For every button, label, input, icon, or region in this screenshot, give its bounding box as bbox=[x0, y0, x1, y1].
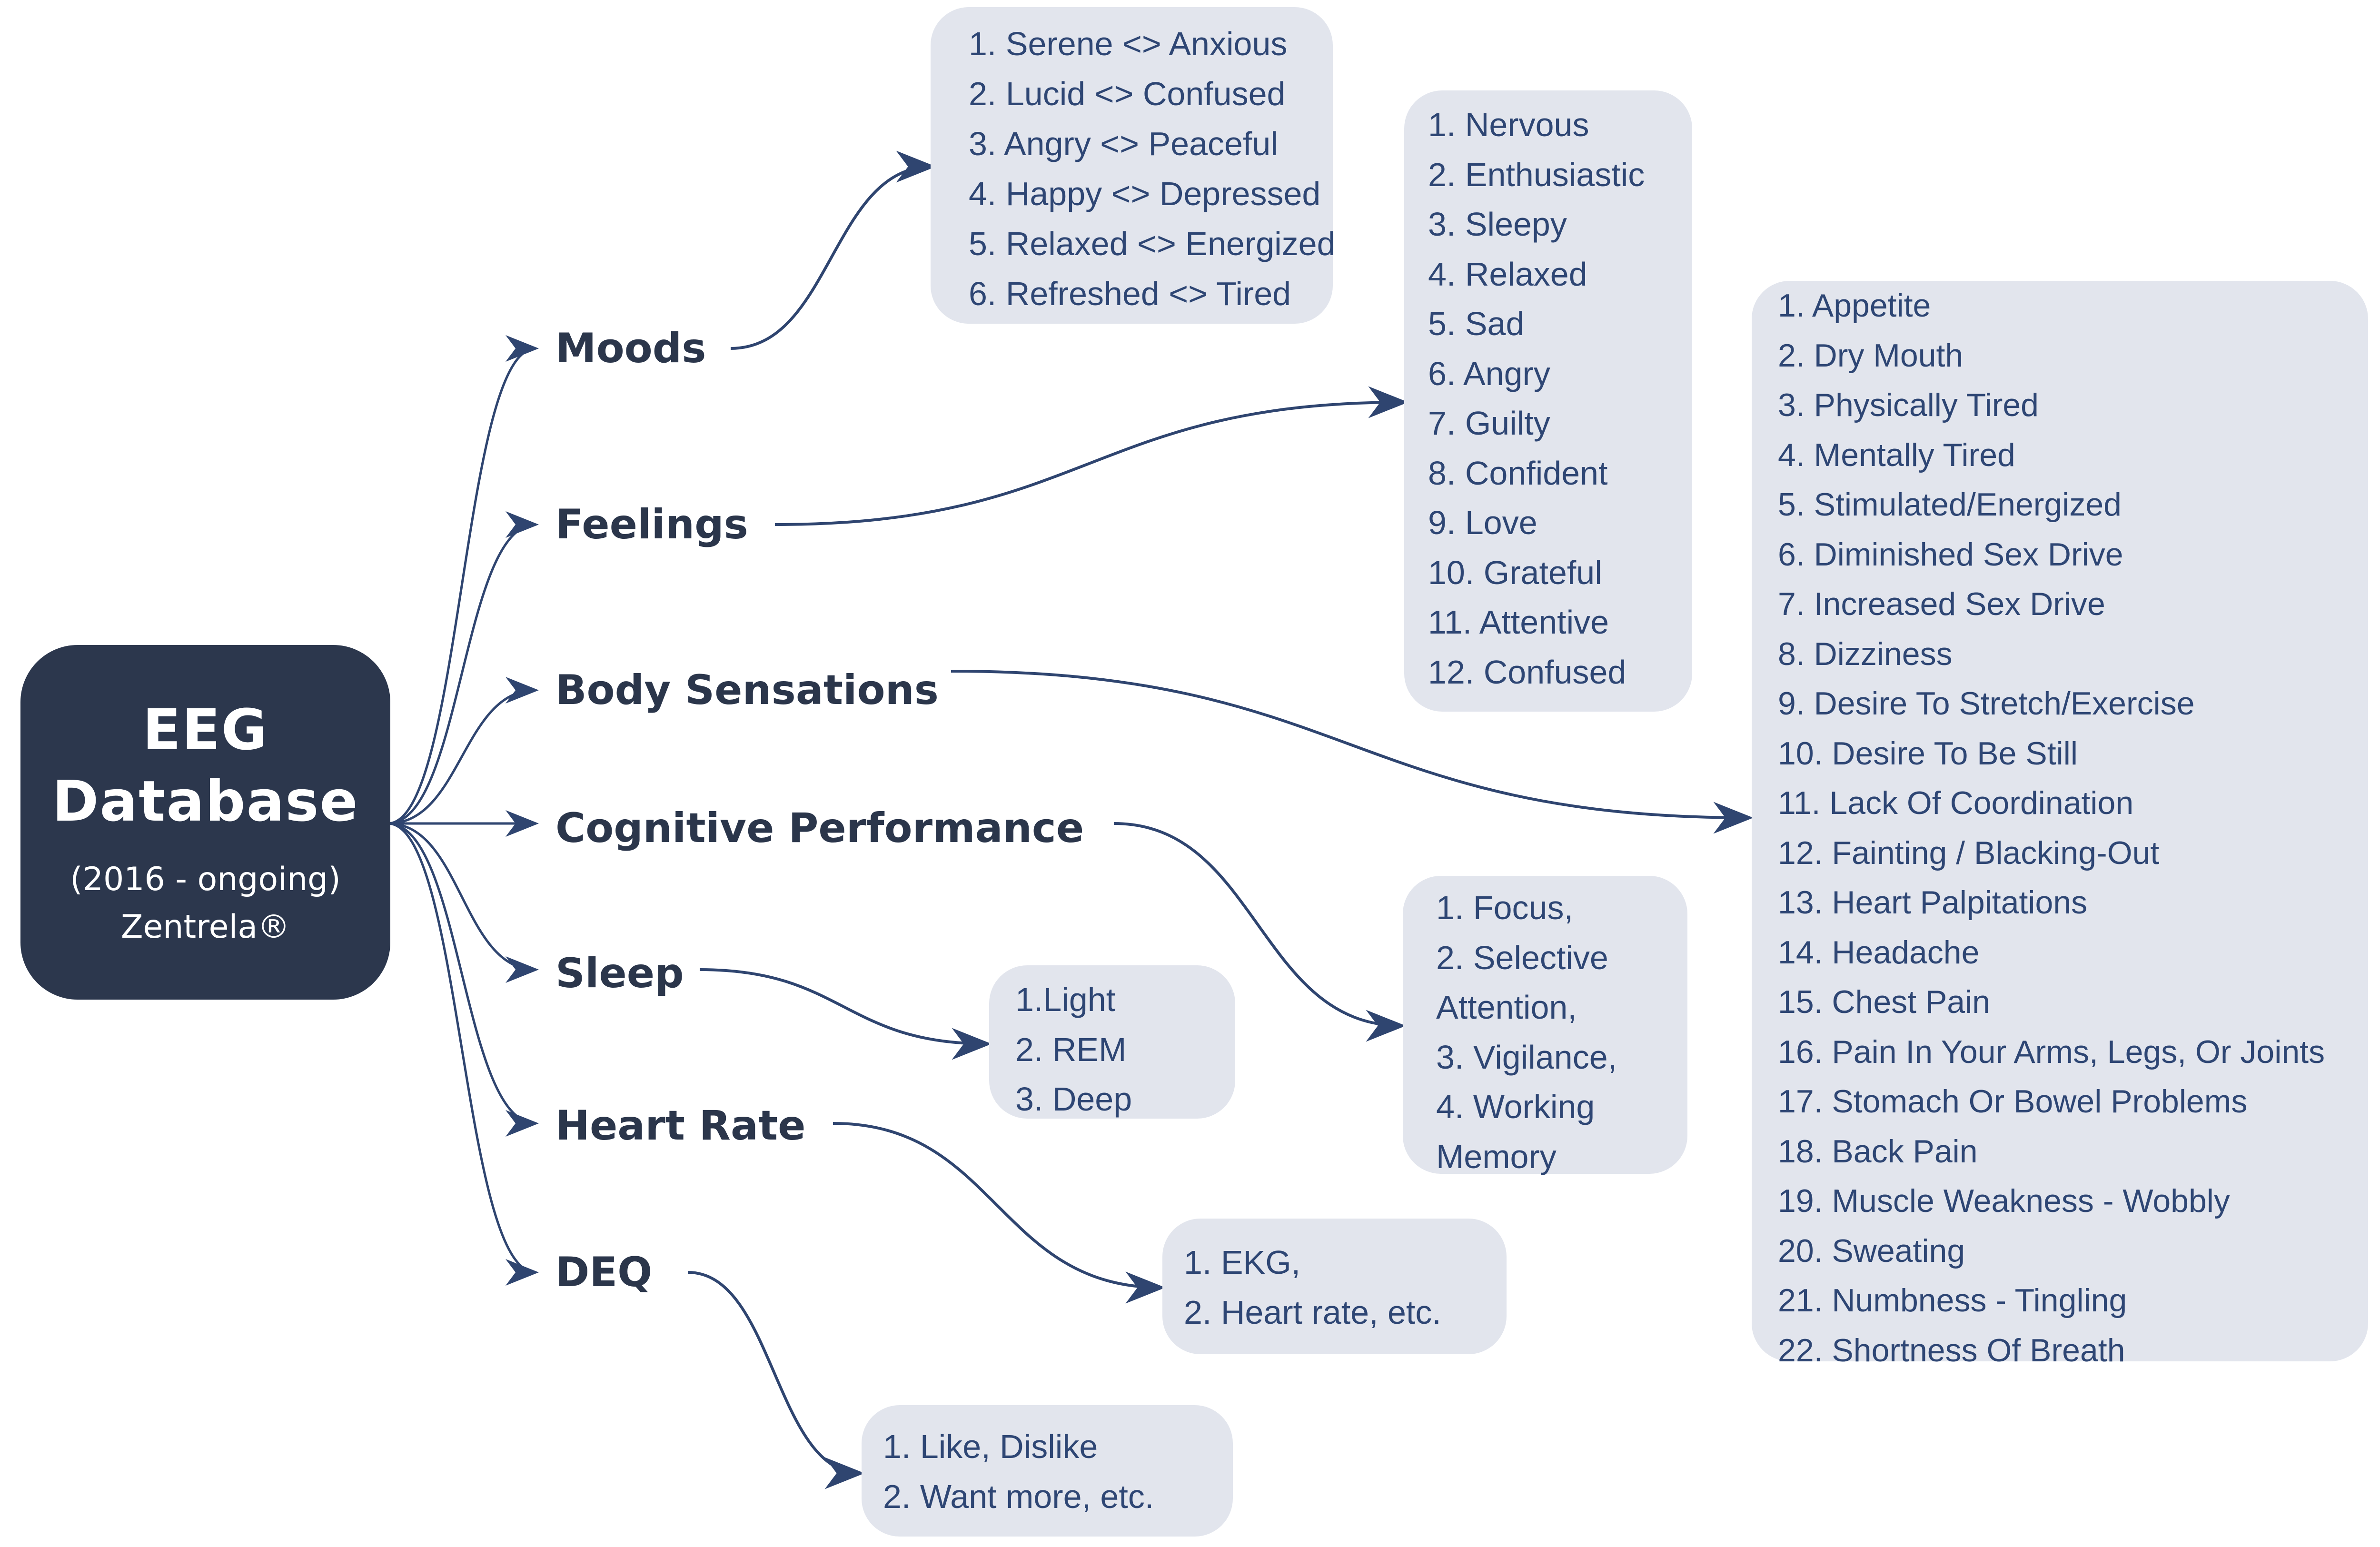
list-item: 9. Love bbox=[1428, 504, 1537, 541]
list-item: 14. Headache bbox=[1778, 934, 1980, 971]
connector-cognitive-to-list bbox=[1113, 822, 1406, 1042]
connector-center-to-feelings bbox=[387, 511, 539, 825]
list-item: 17. Stomach Or Bowel Problems bbox=[1778, 1083, 2248, 1120]
list-item: 5. Stimulated/Energized bbox=[1778, 486, 2122, 523]
central-title-line1: EEG bbox=[142, 696, 268, 763]
list-item: 1. EKG, bbox=[1184, 1244, 1301, 1281]
central-node-subtitle: (2016 - ongoing) Zentrela® bbox=[70, 856, 341, 951]
list-item: 2. Dry Mouth bbox=[1778, 337, 1964, 374]
sleep-list: 1.Light 2. REM 3. Deep bbox=[1015, 975, 1235, 1124]
list-item: 2. REM bbox=[1015, 1031, 1127, 1068]
connector-deq-to-list bbox=[687, 1271, 865, 1489]
central-node-title: EEG Database bbox=[52, 694, 359, 837]
connector-center-to-body-sensations bbox=[387, 677, 539, 825]
deq-list: 1. Like, Dislike 2. Want more, etc. bbox=[883, 1422, 1233, 1521]
list-item: 10. Desire To Be Still bbox=[1778, 735, 2078, 772]
connector-feelings-to-list bbox=[774, 386, 1408, 526]
heart-rate-list-box: 1. EKG, 2. Heart rate, etc. bbox=[1162, 1219, 1507, 1354]
list-item: 6. Diminished Sex Drive bbox=[1778, 536, 2123, 573]
moods-list-box: 1. Serene <> Anxious 2. Lucid <> Confused… bbox=[931, 7, 1336, 324]
list-item: 19. Muscle Weakness - Wobbly bbox=[1778, 1183, 2230, 1219]
list-item: 12. Fainting / Blacking-Out bbox=[1778, 834, 2160, 871]
list-item: 15. Chest Pain bbox=[1778, 984, 1991, 1020]
list-item: 11. Attentive bbox=[1428, 604, 1609, 641]
list-item: 9. Desire To Stretch/Exercise bbox=[1778, 685, 2195, 722]
connector-center-to-moods bbox=[387, 335, 539, 825]
list-item: 1. Nervous bbox=[1428, 106, 1589, 143]
central-subtitle-brand: Zentrela® bbox=[120, 908, 290, 946]
sleep-list-box: 1.Light 2. REM 3. Deep bbox=[989, 965, 1235, 1119]
central-node[interactable]: EEG Database (2016 - ongoing) Zentrela® bbox=[20, 645, 390, 1000]
list-item: 5. Relaxed <> Energized bbox=[969, 225, 1336, 262]
list-item: 3. Vigilance, bbox=[1436, 1038, 1617, 1076]
list-item: 20. Sweating bbox=[1778, 1232, 1965, 1269]
connector-center-to-sleep bbox=[387, 822, 539, 983]
body-sensations-list: 1. Appetite 2. Dry Mouth 3. Physically Tir… bbox=[1778, 281, 2368, 1375]
deq-list-box: 1. Like, Dislike 2. Want more, etc. bbox=[862, 1405, 1233, 1537]
category-cognitive-performance[interactable]: Cognitive Performance bbox=[555, 804, 1084, 852]
heart-rate-list: 1. EKG, 2. Heart rate, etc. bbox=[1184, 1238, 1507, 1337]
list-item: 4. Happy <> Depressed bbox=[969, 175, 1321, 212]
list-item: 7. Guilty bbox=[1428, 405, 1550, 442]
list-item: 2. Lucid <> Confused bbox=[969, 75, 1286, 112]
central-subtitle-years: (2016 - ongoing) bbox=[70, 860, 341, 898]
list-item: 3. Angry <> Peaceful bbox=[969, 125, 1278, 162]
central-title-line2: Database bbox=[52, 768, 359, 834]
list-item: 7. Increased Sex Drive bbox=[1778, 586, 2105, 622]
list-item: 18. Back Pain bbox=[1778, 1133, 1978, 1170]
list-item: 3. Sleepy bbox=[1428, 206, 1567, 243]
list-item: 3. Physically Tired bbox=[1778, 387, 2039, 423]
list-item: 4. Mentally Tired bbox=[1778, 436, 2015, 473]
list-item: 12. Confused bbox=[1428, 653, 1626, 691]
list-item: 6. Angry bbox=[1428, 355, 1550, 392]
list-item: 1. Appetite bbox=[1778, 288, 1931, 324]
list-item: Memory bbox=[1436, 1138, 1557, 1175]
category-heart-rate[interactable]: Heart Rate bbox=[555, 1102, 806, 1150]
list-item: 4. Working bbox=[1436, 1088, 1595, 1125]
list-item: 1. Focus, bbox=[1436, 889, 1573, 926]
list-item: 1. Like, Dislike bbox=[883, 1428, 1098, 1465]
list-item: 3. Deep bbox=[1015, 1081, 1132, 1118]
list-item: 2. Selective bbox=[1436, 939, 1608, 976]
list-item: 16. Pain In Your Arms, Legs, Or Joints bbox=[1778, 1033, 2325, 1070]
list-item: 8. Confident bbox=[1428, 454, 1608, 492]
list-item: 2. Enthusiastic bbox=[1428, 156, 1645, 193]
category-feelings[interactable]: Feelings bbox=[555, 501, 748, 548]
connector-center-to-heart-rate bbox=[387, 822, 539, 1137]
moods-list: 1. Serene <> Anxious 2. Lucid <> Confused… bbox=[969, 19, 1336, 319]
list-item: 2. Heart rate, etc. bbox=[1184, 1293, 1441, 1331]
list-item: 1.Light bbox=[1015, 981, 1116, 1018]
connector-sleep-to-list bbox=[699, 968, 992, 1060]
list-item: 10. Grateful bbox=[1428, 554, 1602, 591]
list-item: 11. Lack Of Coordination bbox=[1778, 785, 2134, 821]
list-item: 5. Sad bbox=[1428, 305, 1525, 342]
list-item: 8. Dizziness bbox=[1778, 635, 1953, 672]
list-item: 13. Heart Palpitations bbox=[1778, 884, 2088, 921]
category-sleep[interactable]: Sleep bbox=[555, 950, 684, 997]
connector-moods-to-list bbox=[730, 150, 936, 350]
list-item: 22. Shortness Of Breath bbox=[1778, 1332, 2125, 1368]
feelings-list: 1. Nervous 2. Enthusiastic 3. Sleepy 4. Rel… bbox=[1428, 100, 1692, 697]
feelings-list-box: 1. Nervous 2. Enthusiastic 3. Sleepy 4. Rel… bbox=[1404, 90, 1692, 712]
list-item: 1. Serene <> Anxious bbox=[969, 25, 1288, 62]
body-sensations-list-box: 1. Appetite 2. Dry Mouth 3. Physically Tir… bbox=[1752, 281, 2368, 1368]
connector-center-to-deq bbox=[387, 822, 539, 1286]
category-body-sensations[interactable]: Body Sensations bbox=[555, 666, 939, 714]
list-item: Attention, bbox=[1436, 989, 1577, 1026]
list-item: 6. Refreshed <> Tired bbox=[969, 275, 1291, 312]
category-moods[interactable]: Moods bbox=[555, 325, 706, 372]
connector-body-sensations-to-list bbox=[951, 670, 1754, 834]
category-deq[interactable]: DEQ bbox=[555, 1249, 653, 1296]
list-item: 4. Relaxed bbox=[1428, 255, 1587, 293]
list-item: 21. Numbness - Tingling bbox=[1778, 1282, 2127, 1319]
list-item: 2. Want more, etc. bbox=[883, 1478, 1154, 1515]
connector-heart-rate-to-list bbox=[833, 1122, 1166, 1304]
